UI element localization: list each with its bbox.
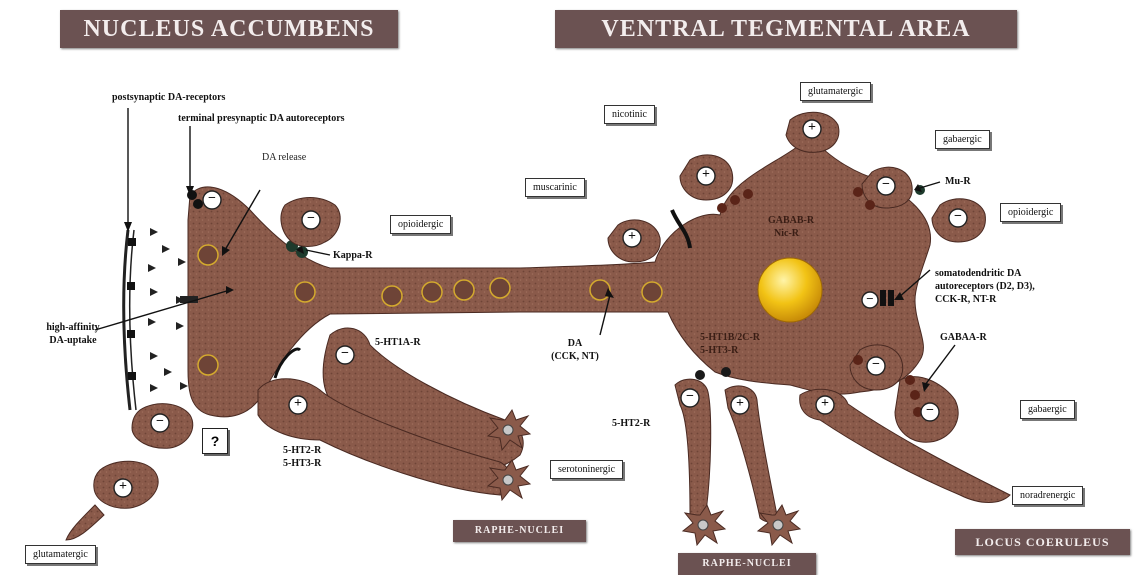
label-glutamatergic-top: glutamatergic — [800, 82, 871, 101]
annotation-5ht-vta: 5-HT1B/2C-R — [700, 332, 760, 344]
plus-sign: + — [116, 481, 130, 493]
region-banner-raphe-bottom: RAPHE-NUCLEI — [678, 553, 816, 575]
annotation-autoreceptors: autoreceptors (D2, D3), — [935, 281, 1035, 293]
cell-nucleus — [758, 258, 822, 322]
annotation-da: DA — [540, 338, 610, 350]
plus-sign: + — [805, 122, 819, 134]
annotation-cck-nt-r: CCK-R, NT-R — [935, 294, 996, 306]
minus-sign: − — [879, 179, 893, 191]
annotation-somatodendritic: somatodendritic DA — [935, 268, 1021, 280]
minus-sign: − — [869, 359, 883, 371]
label-muscarinic: muscarinic — [525, 178, 585, 197]
label-gabaergic-right: gabaergic — [1020, 400, 1075, 419]
annotation-gaba-a: GABAA-R — [940, 332, 987, 344]
label-opioidergic-vta: opioidergic — [1000, 203, 1061, 222]
annotation-terminal-presynaptic: terminal presynaptic DA autoreceptors — [178, 113, 345, 125]
plus-sign: + — [699, 169, 713, 181]
annotation-kappa: Kappa-R — [333, 250, 372, 262]
annotation-gaba-b: GABAB-R — [768, 215, 814, 227]
region-banner-nucleus-accumbens: NUCLEUS ACCUMBENS — [60, 10, 398, 48]
minus-sign: − — [338, 348, 352, 360]
annotation-postsynaptic: postsynaptic DA-receptors — [112, 92, 225, 104]
minus-sign: − — [923, 405, 937, 417]
label-gabaergic-top: gabaergic — [935, 130, 990, 149]
annotation-5ht1a: 5-HT1A-R — [375, 337, 421, 349]
label-serotoninergic: serotoninergic — [550, 460, 623, 479]
minus-sign: − — [205, 193, 219, 205]
label-nicotinic: nicotinic — [604, 105, 655, 124]
annotation-5ht2-vta: 5-HT2-R — [612, 418, 650, 430]
region-banner-raphe-left: RAPHE-NUCLEI — [453, 520, 586, 542]
annotation-5ht3-vta: 5-HT3-R — [700, 345, 738, 357]
label-opioidergic-nac: opioidergic — [390, 215, 451, 234]
annotation-high-affinity: high-affinity — [28, 322, 118, 334]
plus-sign: + — [625, 231, 639, 243]
annotation-5ht3: 5-HT3-R — [283, 458, 321, 470]
label-glutamatergic-bottom: glutamatergic — [25, 545, 96, 564]
plus-sign: + — [291, 398, 305, 410]
region-banner-vta: VENTRAL TEGMENTAL AREA — [555, 10, 1017, 48]
annotation-da-release: DA release — [262, 152, 306, 164]
plus-sign: + — [818, 398, 832, 410]
region-banner-locus-coeruleus: LOCUS COERULEUS — [955, 529, 1130, 555]
annotation-cck-nt: (CCK, NT) — [540, 351, 610, 363]
minus-sign: − — [863, 293, 877, 305]
dopamine-molecules — [148, 228, 188, 392]
label-noradrenergic: noradrenergic — [1012, 486, 1083, 505]
plus-sign: + — [733, 398, 747, 410]
annotation-5ht2: 5-HT2-R — [283, 445, 321, 457]
minus-sign: − — [153, 416, 167, 428]
minus-sign: − — [951, 211, 965, 223]
glutamatergic-neuron-nac — [66, 461, 158, 540]
unknown-label: ? — [202, 428, 228, 454]
annotation-mu-r: Mu-R — [945, 176, 971, 188]
annotation-nic-r: Nic-R — [774, 228, 799, 240]
minus-sign: − — [304, 213, 318, 225]
annotation-da-uptake: DA-uptake — [28, 335, 118, 347]
minus-sign: − — [683, 391, 697, 403]
